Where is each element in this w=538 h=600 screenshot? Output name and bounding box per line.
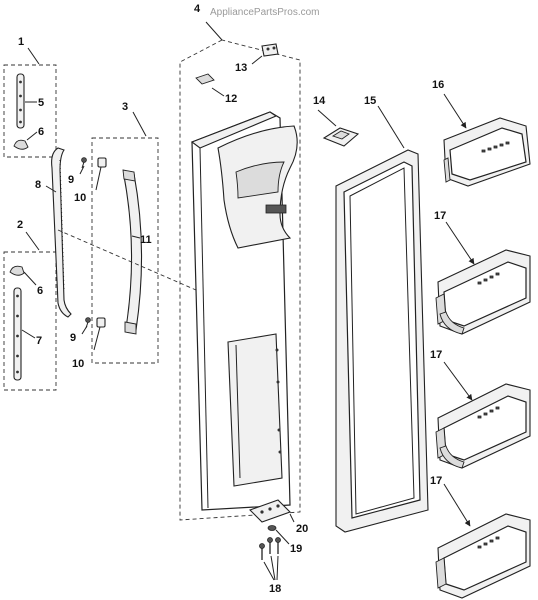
part-20-lower-hinge-plate <box>248 499 292 523</box>
group-3-handle-assembly: 3 11 9 10 9 10 <box>68 101 159 370</box>
part-14-dispenser-cover <box>322 127 360 147</box>
callout-16: 16 <box>432 79 444 91</box>
callout-11: 11 <box>140 234 152 246</box>
callout-8: 8 <box>35 179 41 191</box>
callout-1: 1 <box>18 36 24 48</box>
part-16-door-bin <box>443 117 531 187</box>
part-15-door-gasket <box>335 149 429 533</box>
callout-20: 20 <box>296 523 308 535</box>
part-17-door-bin-2 <box>435 383 531 469</box>
callout-6a: 6 <box>38 126 44 138</box>
part-17-door-bin-3 <box>435 513 531 599</box>
callout-9a: 9 <box>68 174 74 186</box>
callout-17a: 17 <box>434 210 446 222</box>
watermark: AppliancePartsPros.com <box>210 7 320 18</box>
part-9-screw-upper <box>81 157 87 169</box>
callout-18: 18 <box>269 583 281 595</box>
group-2-box <box>3 251 57 391</box>
part-13-upper-hinge-plate <box>261 43 279 57</box>
callout-3: 3 <box>122 101 128 113</box>
group-2-hinge-assembly: 2 6 7 <box>3 219 57 391</box>
callout-7: 7 <box>36 335 42 347</box>
callout-9b: 9 <box>70 332 76 344</box>
group-3-box <box>91 137 159 364</box>
group-1-box <box>3 64 57 158</box>
callout-4: 4 <box>194 3 201 15</box>
part-5-hinge-bracket <box>16 73 25 129</box>
part-7-hinge-bracket-lower <box>13 287 22 381</box>
part-11-door-handle <box>122 169 143 335</box>
callout-17c: 17 <box>430 475 442 487</box>
part-19-washer <box>267 525 277 531</box>
callout-2: 2 <box>17 219 23 231</box>
part-18-screws <box>259 537 281 560</box>
door-panel <box>190 111 298 511</box>
part-17-door-bin-1 <box>435 249 531 335</box>
part-6-hinge-cap-lower <box>9 265 25 276</box>
group-1-hinge-assembly: 1 5 6 <box>3 36 57 158</box>
callout-5: 5 <box>38 97 44 109</box>
callout-19: 19 <box>290 543 302 555</box>
callout-15: 15 <box>364 95 376 107</box>
callout-10a: 10 <box>74 192 86 204</box>
part-10-clip-lower <box>96 317 106 328</box>
part-8-trim-strip <box>51 147 72 318</box>
callout-12: 12 <box>225 93 237 105</box>
group-4-door-assembly: 4 12 13 <box>179 3 301 521</box>
callout-13: 13 <box>235 62 247 74</box>
part-10-clip-upper <box>97 157 107 168</box>
part-6-hinge-cap-upper <box>13 139 29 150</box>
callout-17b: 17 <box>430 349 442 361</box>
part-12-hinge-cover <box>195 73 215 85</box>
callout-6b: 6 <box>37 285 43 297</box>
part-9-screw-lower <box>85 317 91 329</box>
callout-10b: 10 <box>72 358 84 370</box>
callout-14: 14 <box>313 95 326 107</box>
